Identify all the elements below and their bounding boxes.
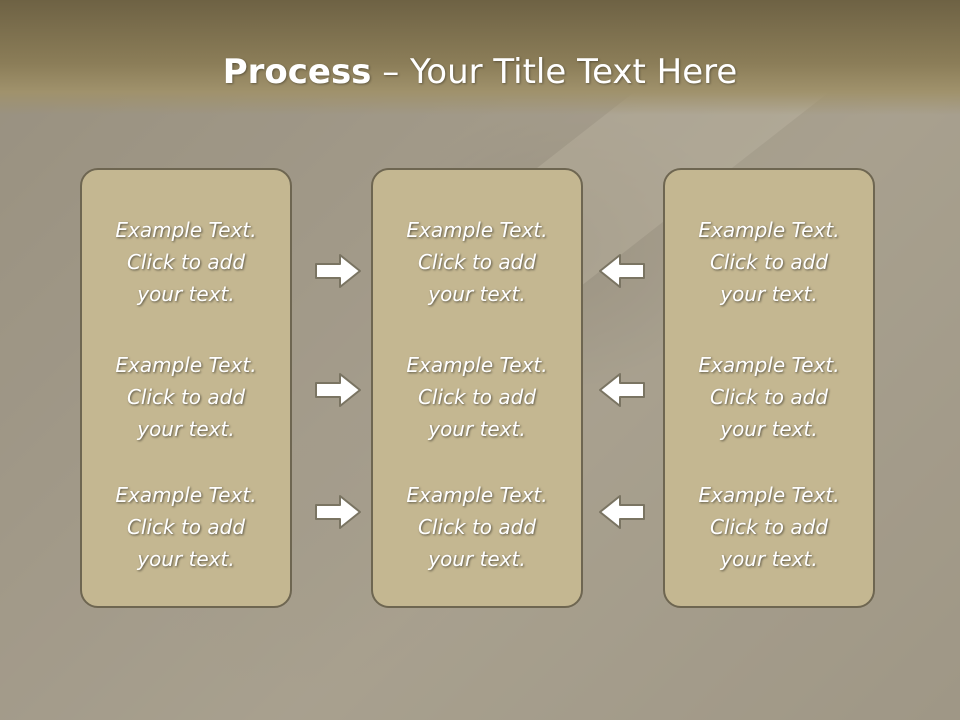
text-line: Example Text. [115,483,257,507]
text-line: your text. [720,547,818,571]
text-line: Example Text. [698,353,840,377]
text-line: Example Text. [115,218,257,242]
text-line: Example Text. [406,353,548,377]
text-line: your text. [428,547,526,571]
text-block[interactable]: Example Text. Click to add your text. [665,214,873,310]
text-line: Click to add [709,250,829,274]
text-line: your text. [137,547,235,571]
left-text-panel[interactable]: Example Text. Click to add your text. Ex… [80,168,292,608]
text-line: your text. [720,282,818,306]
text-block[interactable]: Example Text. Click to add your text. [82,349,290,445]
text-line: Click to add [126,250,246,274]
text-line: your text. [137,417,235,441]
arrow-left-icon [599,254,645,288]
text-line: Click to add [417,250,537,274]
text-line: your text. [720,417,818,441]
title-rest-part: – Your Title Text Here [371,52,738,92]
text-line: your text. [428,417,526,441]
text-line: Click to add [417,385,537,409]
arrow-left-icon [599,373,645,407]
center-text-panel[interactable]: Example Text. Click to add your text. Ex… [371,168,583,608]
text-line: Click to add [126,515,246,539]
text-block[interactable]: Example Text. Click to add your text. [373,479,581,575]
text-line: your text. [137,282,235,306]
arrow-right-icon [315,495,361,529]
title-bold-part: Process [222,52,372,92]
text-line: Click to add [126,385,246,409]
text-line: Example Text. [406,218,548,242]
title-band [0,0,960,115]
text-block[interactable]: Example Text. Click to add your text. [82,214,290,310]
text-line: Click to add [709,385,829,409]
text-line: your text. [428,282,526,306]
text-block[interactable]: Example Text. Click to add your text. [665,349,873,445]
slide-title[interactable]: Process – Your Title Text Here [0,52,960,92]
text-line: Example Text. [698,483,840,507]
text-line: Example Text. [115,353,257,377]
text-block[interactable]: Example Text. Click to add your text. [373,349,581,445]
right-text-panel[interactable]: Example Text. Click to add your text. Ex… [663,168,875,608]
text-block[interactable]: Example Text. Click to add your text. [82,479,290,575]
arrow-right-icon [315,254,361,288]
arrow-left-icon [599,495,645,529]
text-line: Example Text. [698,218,840,242]
text-line: Click to add [709,515,829,539]
text-line: Example Text. [406,483,548,507]
arrow-right-icon [315,373,361,407]
text-block[interactable]: Example Text. Click to add your text. [665,479,873,575]
text-block[interactable]: Example Text. Click to add your text. [373,214,581,310]
text-line: Click to add [417,515,537,539]
